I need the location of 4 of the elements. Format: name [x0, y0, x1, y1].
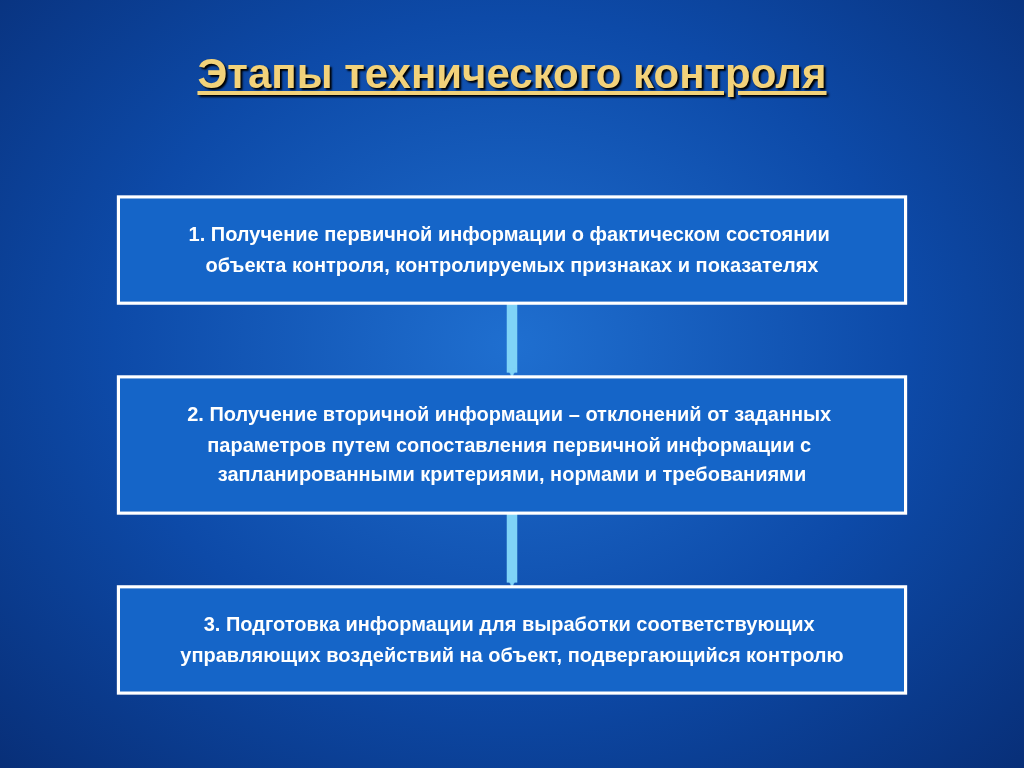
node-box: 2. Получение вторичной информации – отклонений от заданных параметров путем сопоставления первичной информации с запланированными критериями, нормами и требованиями	[116, 375, 908, 515]
node-box: 3. Подготовка информации для выработки соответствующих управляющих воздействий на объект, подвергающийся контролю	[116, 585, 908, 695]
title: Этапы технического контроля	[196, 50, 828, 98]
node-box: 1. Получение первичной информации о фактическом состоянии объекта контроля, контролируемых признаках и показателях	[116, 195, 908, 305]
